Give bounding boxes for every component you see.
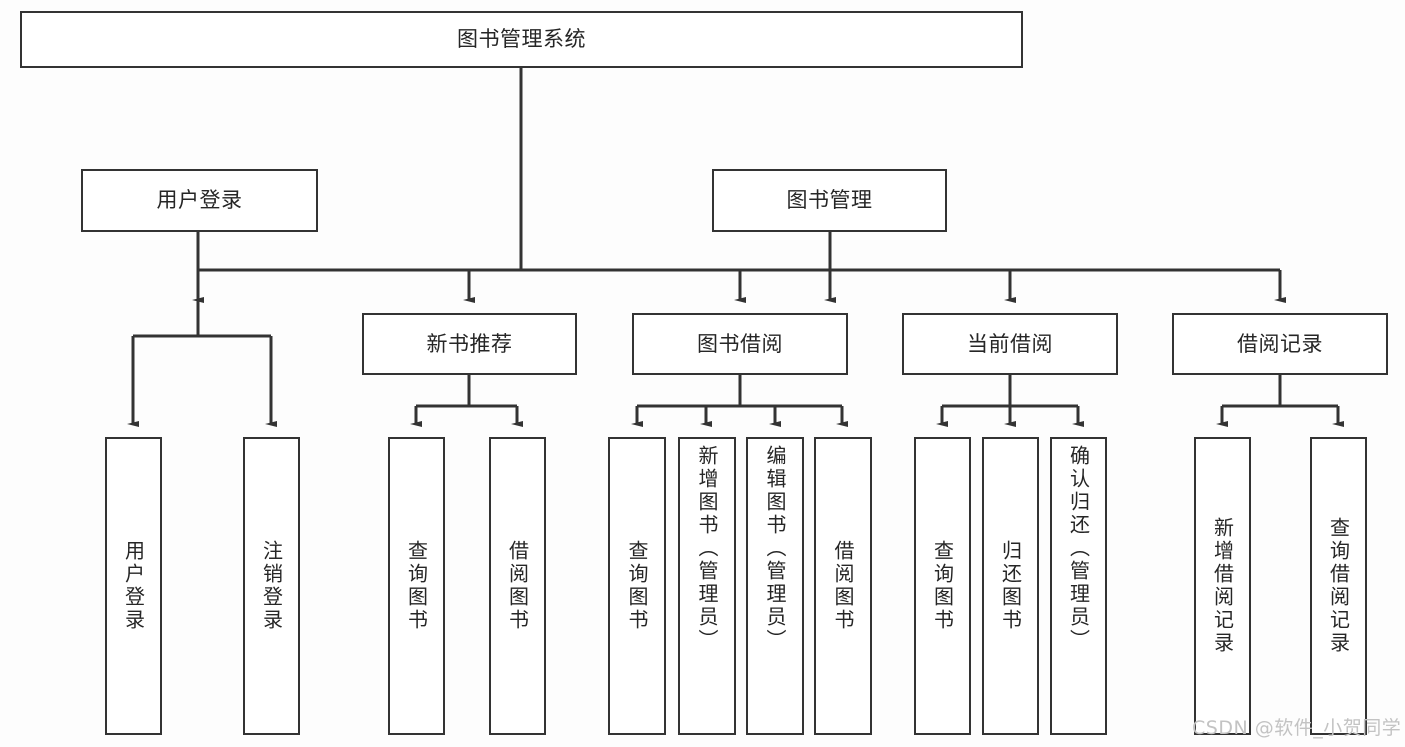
leaf-label: 新增图书（管理员） (695, 445, 719, 652)
csdn-watermark: CSDN @软件_小贺同学 (1192, 717, 1402, 739)
leaf-query-book-current[interactable]: 查询图书 (914, 437, 971, 735)
leaf-label: 查询图书 (625, 540, 649, 632)
node-book-borrow[interactable]: 图书借阅 (632, 313, 848, 375)
leaf-confirm-return-admin[interactable]: 确认归还（管理员） (1050, 437, 1107, 735)
node-user-login[interactable]: 用户登录 (81, 169, 318, 232)
leaf-label: 查询借阅记录 (1326, 517, 1351, 655)
leaf-return-book[interactable]: 归还图书 (982, 437, 1039, 735)
node-book-management[interactable]: 图书管理 (712, 169, 947, 232)
leaf-label: 查询图书 (930, 540, 955, 632)
leaf-query-borrow-record[interactable]: 查询借阅记录 (1310, 437, 1367, 735)
leaf-query-book-recommend[interactable]: 查询图书 (388, 437, 445, 735)
leaf-label: 确认归还（管理员） (1066, 445, 1091, 652)
node-current-borrow[interactable]: 当前借阅 (902, 313, 1118, 375)
node-label: 图书管理系统 (457, 27, 586, 52)
leaf-label: 借阅图书 (505, 540, 530, 632)
node-label: 图书管理 (786, 188, 873, 213)
leaf-edit-book-admin[interactable]: 编辑图书（管理员） (746, 437, 804, 735)
leaf-label: 查询图书 (404, 540, 429, 632)
leaf-add-borrow-record[interactable]: 新增借阅记录 (1194, 437, 1251, 735)
leaf-query-book-borrow[interactable]: 查询图书 (608, 437, 666, 735)
node-label: 借阅记录 (1237, 331, 1323, 356)
leaf-user-logout[interactable]: 注销登录 (243, 437, 300, 735)
leaf-add-book-admin[interactable]: 新增图书（管理员） (678, 437, 736, 735)
node-new-book-recommend[interactable]: 新书推荐 (362, 313, 577, 375)
node-label: 图书借阅 (697, 331, 783, 356)
leaf-label: 借阅图书 (831, 540, 855, 632)
leaf-borrow-book[interactable]: 借阅图书 (814, 437, 872, 735)
leaf-borrow-book-recommend[interactable]: 借阅图书 (489, 437, 546, 735)
node-label: 新书推荐 (426, 331, 513, 356)
leaf-label: 归还图书 (998, 540, 1023, 632)
node-borrow-record[interactable]: 借阅记录 (1172, 313, 1388, 375)
leaf-user-login[interactable]: 用户登录 (105, 437, 162, 735)
node-label: 用户登录 (156, 188, 243, 213)
leaf-label: 新增借阅记录 (1210, 517, 1235, 655)
node-label: 当前借阅 (967, 331, 1053, 356)
leaf-label: 注销登录 (259, 540, 284, 632)
leaf-label: 编辑图书（管理员） (763, 445, 787, 652)
node-book-management-system[interactable]: 图书管理系统 (20, 11, 1023, 68)
leaf-label: 用户登录 (121, 540, 146, 632)
